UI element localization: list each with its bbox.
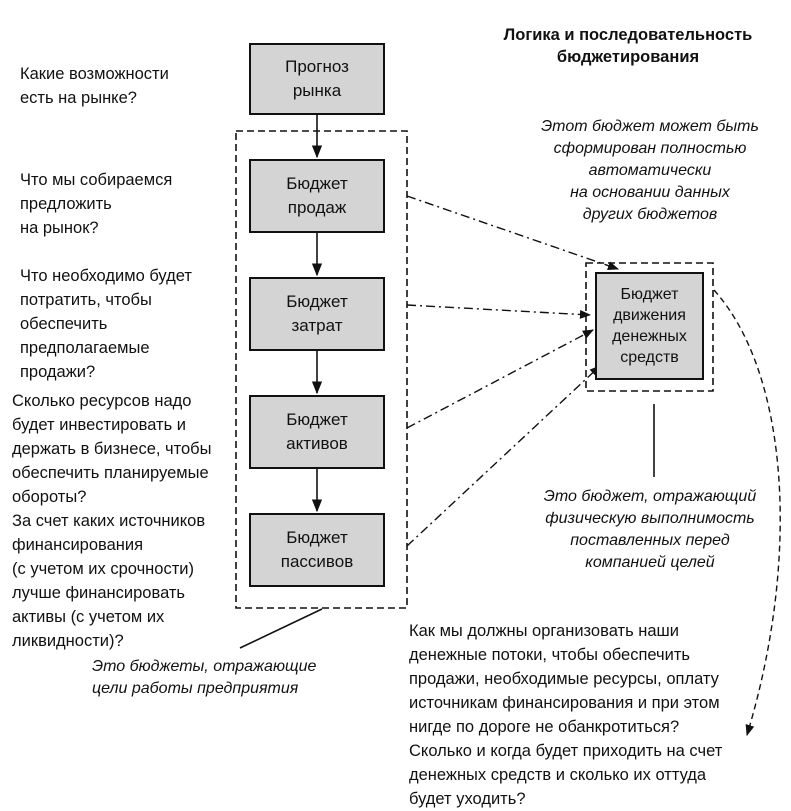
liabilities-budget-box: Бюджет пассивов	[249, 513, 385, 587]
diagram-title: Логика и последовательность бюджетирован…	[503, 26, 753, 66]
leader-goals-note	[239, 608, 323, 649]
arrow-cashflow-to-question	[713, 289, 781, 737]
sales-budget-box: Бюджет продаж	[249, 159, 385, 233]
cash-flow-budget-box: Бюджет движения денежных средств	[595, 272, 704, 380]
goal-budgets-frame	[235, 130, 408, 609]
question-financing: За счет каких источников финансирования …	[12, 512, 206, 650]
question-market: Какие возможности есть на рынке?	[20, 65, 169, 107]
assets-budget-box: Бюджет активов	[249, 395, 385, 469]
note-auto-budget: Этот бюджет может быть сформирован полно…	[541, 118, 759, 223]
question-offer: Что мы собираемся предложить на рынок?	[20, 171, 173, 237]
question-spend: Что необходимо будет потратить, чтобы об…	[20, 267, 192, 381]
question-cash-flows: Как мы должны организовать наши денежные…	[409, 622, 723, 808]
market-forecast-box: Прогноз рынка	[249, 43, 385, 115]
note-physical-feasibility: Это бюджет, отражающий физическую выполн…	[543, 488, 757, 571]
arrow-assets-to-cashflow	[406, 329, 594, 429]
costs-budget-box: Бюджет затрат	[249, 277, 385, 351]
note-goal-budgets: Это бюджеты, отражающие цели работы пред…	[92, 658, 317, 697]
question-resources: Сколько ресурсов надо будет инвестироват…	[12, 392, 212, 506]
cash-flow-frame	[585, 262, 714, 392]
arrow-liabilities-to-cashflow	[406, 365, 601, 547]
arrow-costs-to-cashflow	[406, 304, 592, 319]
